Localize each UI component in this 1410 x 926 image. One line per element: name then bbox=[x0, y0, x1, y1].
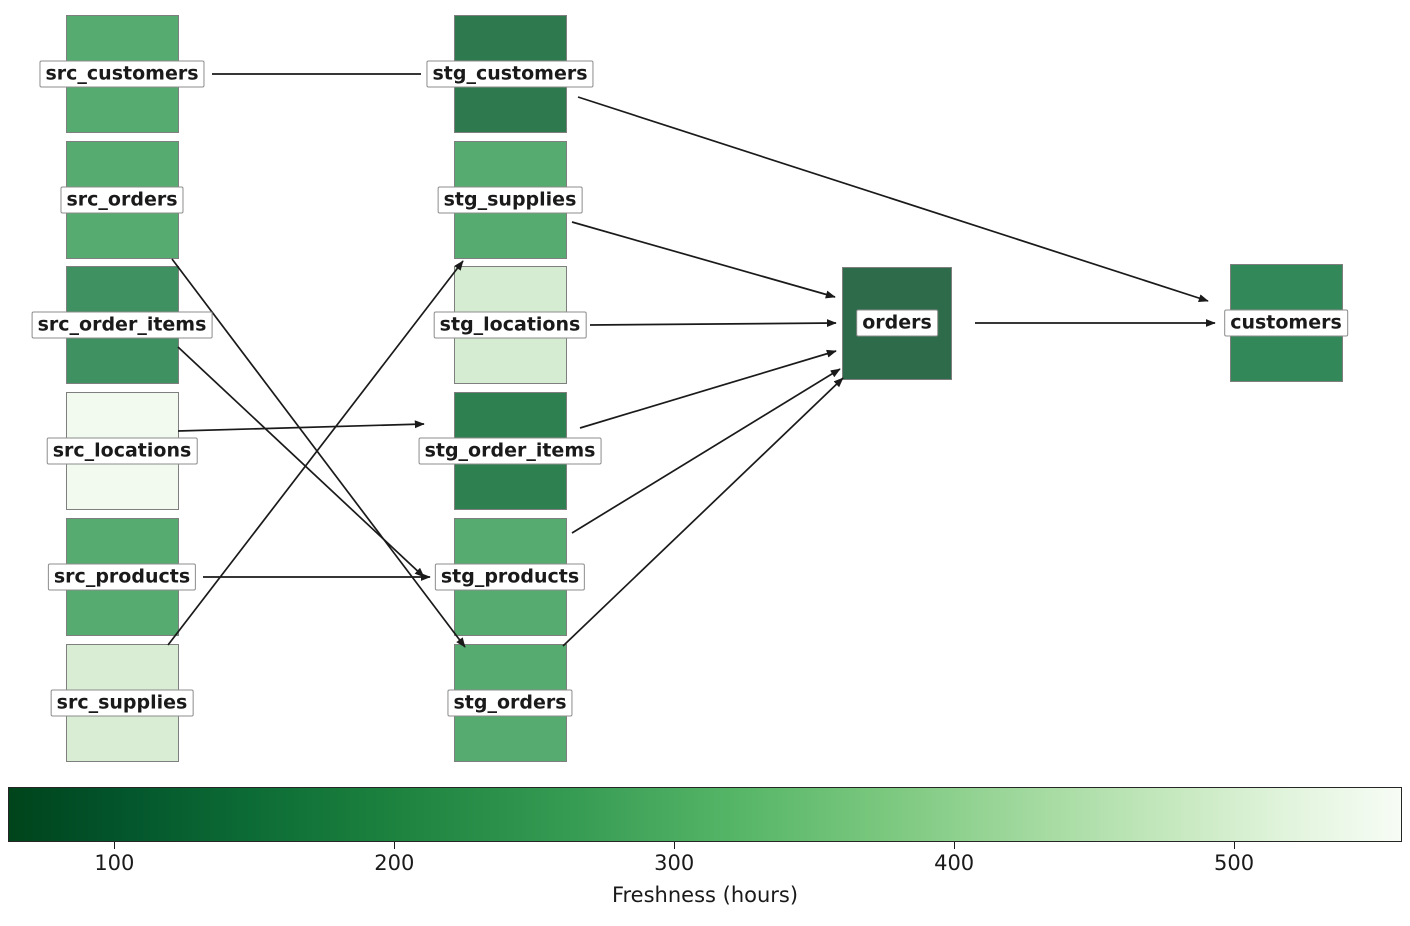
edge-stg_supplies-orders bbox=[571, 221, 836, 299]
node-label-src_order_items[interactable]: src_order_items bbox=[31, 311, 213, 339]
colorbar-label: Freshness (hours) bbox=[611, 883, 799, 907]
node-label-customers[interactable]: customers bbox=[1224, 309, 1348, 337]
colorbar-tick-label: 200 bbox=[374, 851, 415, 875]
colorbar-tick bbox=[954, 842, 956, 849]
colorbar-tick-label: 500 bbox=[1214, 851, 1255, 875]
edge-stg_order_items-orders bbox=[579, 349, 837, 429]
edge-stg_locations-orders bbox=[589, 319, 837, 328]
node-label-stg_supplies[interactable]: stg_supplies bbox=[437, 186, 583, 214]
colorbar-tick bbox=[1234, 842, 1236, 849]
edge-stg_customers-customers bbox=[577, 96, 1209, 302]
colorbar-tick-label: 100 bbox=[94, 851, 135, 875]
edge-src_orders-stg_orders bbox=[171, 258, 466, 648]
node-label-stg_products[interactable]: stg_products bbox=[434, 563, 586, 591]
colorbar-tick-label: 400 bbox=[934, 851, 975, 875]
node-label-stg_customers[interactable]: stg_customers bbox=[426, 60, 594, 88]
colorbar-tick bbox=[394, 842, 396, 849]
edge-stg_orders-orders bbox=[562, 377, 844, 647]
edge-src_order_items-stg_products bbox=[177, 346, 425, 578]
node-label-src_customers[interactable]: src_customers bbox=[39, 60, 205, 88]
node-label-src_locations[interactable]: src_locations bbox=[46, 437, 198, 465]
edge-src_supplies-stg_locations bbox=[167, 260, 464, 646]
node-label-stg_order_items[interactable]: stg_order_items bbox=[418, 437, 602, 465]
colorbar-tick-label: 300 bbox=[654, 851, 695, 875]
edge-stg_products-orders bbox=[571, 368, 841, 534]
colorbar-tick bbox=[674, 842, 676, 849]
colorbar-tick bbox=[114, 842, 116, 849]
edge-src_locations-stg_order_items bbox=[177, 420, 425, 432]
colorbar: 100 200 300 400 500 Freshness (hours) bbox=[8, 787, 1402, 907]
node-label-src_supplies[interactable]: src_supplies bbox=[50, 689, 194, 717]
node-label-src_products[interactable]: src_products bbox=[47, 563, 197, 591]
colorbar-gradient bbox=[8, 787, 1402, 842]
node-label-stg_orders[interactable]: stg_orders bbox=[447, 689, 573, 717]
node-label-src_orders[interactable]: src_orders bbox=[60, 186, 184, 214]
node-label-stg_locations[interactable]: stg_locations bbox=[433, 311, 587, 339]
node-label-orders[interactable]: orders bbox=[856, 309, 938, 337]
